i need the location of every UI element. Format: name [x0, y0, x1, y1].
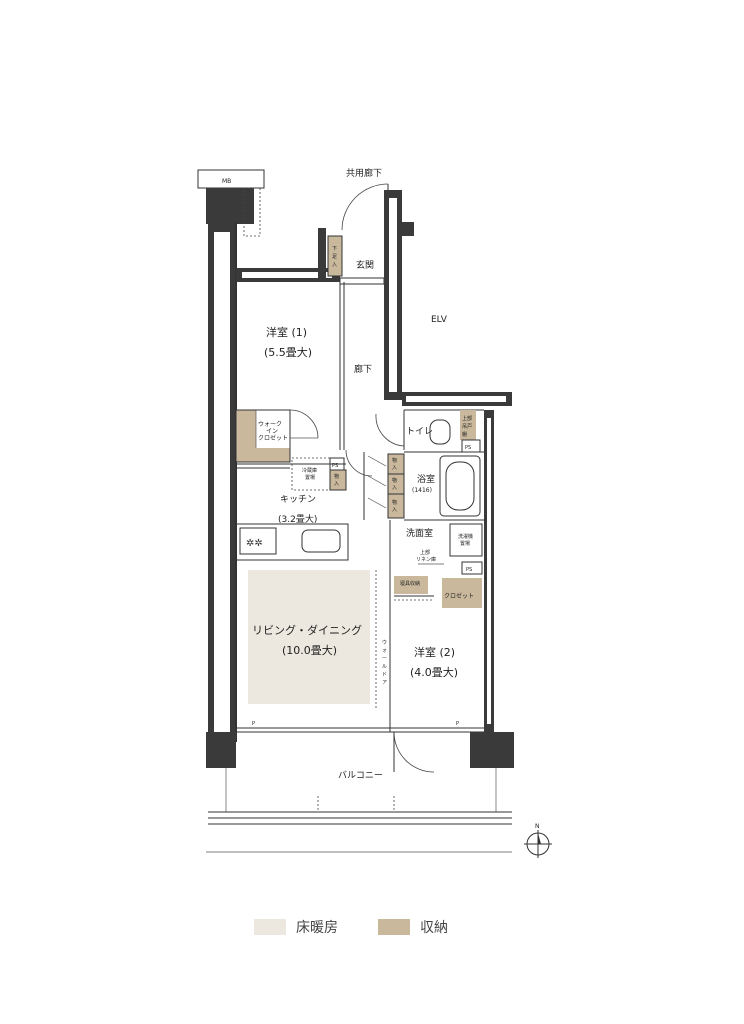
ps1-label: PS: [332, 463, 338, 469]
wic-door-arc: [289, 409, 319, 439]
storage-d-label: 物入: [392, 499, 397, 513]
balcony-door-arc: [393, 731, 435, 773]
legend: 床暖房 収納: [254, 915, 514, 939]
storage-a-box: [330, 470, 346, 490]
bottom-right-column: [470, 732, 514, 768]
living-size: (10.0畳大): [282, 643, 337, 657]
burner-icon: ✲✲: [246, 538, 263, 549]
north-label: N: [535, 823, 540, 830]
entrance-left-wall: [318, 228, 326, 282]
kitchen-sink: [301, 529, 341, 553]
washer-area: [449, 523, 483, 557]
storage-c-label: 物入: [392, 477, 397, 491]
bath-size: (1416): [412, 487, 432, 494]
storage-a-label: 物入: [334, 473, 339, 487]
fridge-label: 冷蔵庫置場: [302, 467, 317, 481]
wall-door-label: ウォールドア: [382, 639, 387, 686]
living-name: リビング・ダイニング: [252, 623, 362, 637]
storage-a-outline: [329, 469, 347, 491]
toilet-storage-label: 上部吊戸棚: [462, 415, 472, 438]
wic-storage-bottom: [236, 448, 290, 462]
washroom-label: 洗面室: [406, 527, 433, 539]
storage-door-marks: [367, 455, 387, 509]
living-floor-heating: [248, 570, 370, 704]
storage-b-box: [388, 454, 404, 474]
kitchen-counter: [235, 523, 349, 561]
storage-d-outline: [387, 493, 405, 519]
toilet-top-inner: [406, 396, 506, 402]
bottom-left-column: [206, 732, 236, 768]
p2-label: P: [456, 721, 459, 727]
legend-floor-heating-label: 床暖房: [296, 920, 338, 936]
western2-name: 洋室 (2): [414, 645, 455, 659]
western1-size: (5.5畳大): [264, 345, 312, 359]
north-compass-icon: [524, 830, 552, 858]
p1-label: P: [252, 721, 255, 727]
bath-name: 浴室: [417, 473, 435, 485]
mb-wall: [206, 188, 254, 224]
bathtub-inner: [445, 461, 475, 511]
toilet-door-arc: [375, 413, 405, 447]
western2-size: (4.0畳大): [410, 665, 458, 679]
toilet-storage-box: [460, 410, 476, 440]
balcony-label: バルコニー: [338, 770, 383, 781]
fridge-area: [291, 457, 331, 491]
closet-label: クロゼット: [444, 592, 474, 600]
cooktop: [239, 527, 277, 555]
shoe-storage-box: [328, 236, 342, 276]
wic-outline: [235, 409, 291, 463]
tools-storage: [394, 576, 428, 594]
kitchen-size: (3.2畳大): [278, 513, 317, 525]
legend-storage-label: 収納: [420, 920, 448, 936]
closet-box: [442, 578, 482, 608]
top-wall-inner: [242, 272, 332, 278]
kitchen-name: キッチン: [280, 494, 316, 505]
entrance-right-stub: [402, 222, 414, 236]
elv-label: ELV: [431, 315, 448, 325]
entrance-door-arc: [341, 183, 389, 231]
ps2-label: PS: [465, 445, 471, 451]
left-wall-inner: [214, 232, 230, 732]
ps3-label: PS: [466, 567, 472, 573]
legend-storage-swatch: [378, 919, 410, 935]
western1-name: 洋室 (1): [266, 325, 307, 339]
mb-dashed: [243, 187, 261, 237]
bathtub: [439, 455, 481, 517]
toilet-label: トイレ: [406, 427, 433, 437]
hall-right-inner: [389, 198, 397, 392]
storage-b-label: 物入: [392, 457, 397, 471]
tools-label: 寝具収納: [400, 580, 420, 587]
mb-label: MB: [222, 178, 231, 185]
storage-c-box: [388, 474, 404, 494]
washer-label: 洗濯機置場: [458, 533, 473, 547]
hallway-label: 廊下: [354, 363, 372, 375]
shoe-storage-label: 下足入: [332, 246, 337, 268]
hallway-door-arc: [345, 449, 373, 477]
wic-label: ウォークインクロゼット: [258, 420, 288, 442]
toilet-fixture: [429, 419, 451, 445]
entrance-step: [339, 277, 385, 285]
ps3-box: [461, 561, 483, 575]
shoe-storage-outline: [327, 235, 343, 277]
right-outer-inner: [487, 418, 491, 724]
common-corridor-label: 共用廊下: [346, 167, 382, 179]
storage-d-box: [388, 494, 404, 518]
linen-label: 上部リネン庫: [416, 549, 436, 563]
entrance-label: 玄関: [356, 259, 374, 271]
legend-floor-heating-swatch: [254, 919, 286, 935]
